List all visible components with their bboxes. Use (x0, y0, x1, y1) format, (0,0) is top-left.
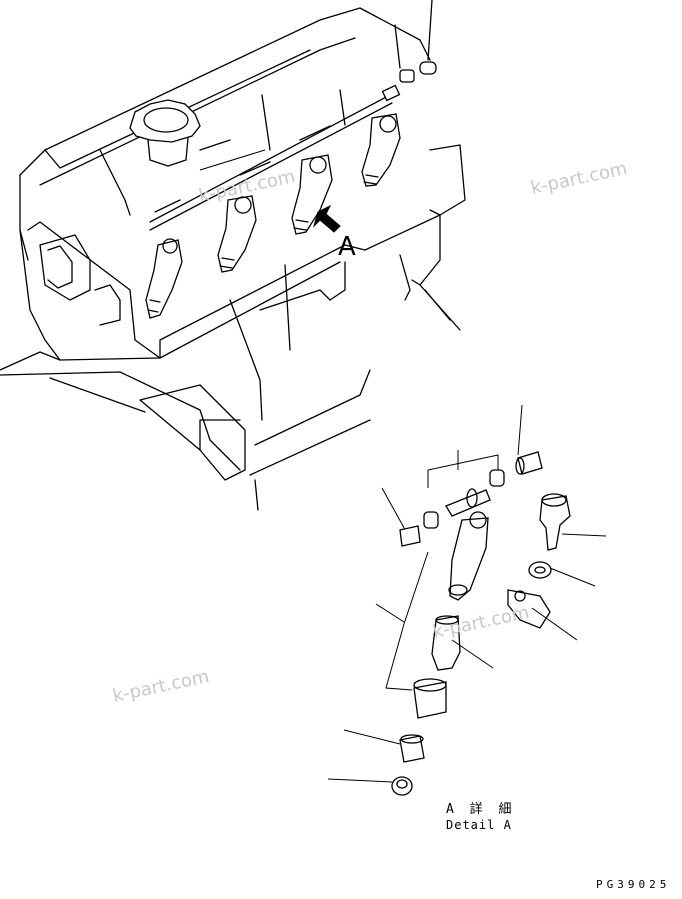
injector-sleeve (413, 678, 447, 719)
injector-assembly (448, 511, 489, 601)
injector-holder (507, 589, 551, 629)
fuel-leak-pipe (149, 61, 437, 231)
o-ring-seal (399, 734, 425, 763)
tee-fitting (445, 488, 491, 517)
clip-upper (489, 469, 505, 487)
engine-block (0, 0, 466, 511)
injector-1 (145, 238, 183, 319)
injector-4 (361, 113, 401, 187)
view-a-label: A (338, 232, 356, 262)
gasket (391, 776, 413, 796)
detail-label-jp: A 詳 細 (446, 802, 516, 817)
injector-3 (291, 154, 333, 235)
detail-a-exploded (327, 404, 607, 796)
washer (528, 561, 552, 579)
hose-lower (399, 525, 421, 547)
injector-nozzle (431, 615, 461, 671)
leader-lines-top (199, 149, 266, 171)
holder-bolt (539, 493, 571, 551)
detail-label-en: Detail A (446, 818, 512, 832)
injector-2 (217, 195, 257, 273)
view-arrow (312, 204, 341, 233)
clip-lower (423, 511, 439, 529)
hose (515, 451, 543, 475)
part-code: PG39025 (596, 878, 671, 891)
